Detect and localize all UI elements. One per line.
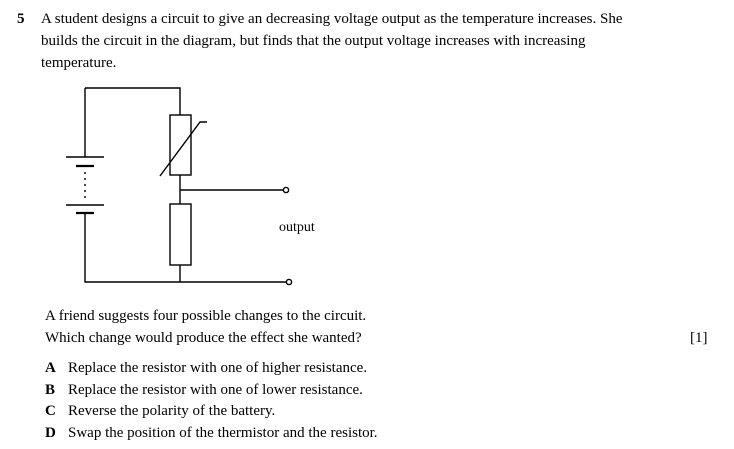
option-b[interactable]: B Replace the resistor with one of lower… (45, 380, 378, 402)
option-text: Replace the resistor with one of lower r… (68, 381, 363, 398)
option-c[interactable]: C Reverse the polarity of the battery. (45, 401, 378, 423)
stem-line: A student designs a circuit to give an d… (41, 11, 623, 27)
option-letter: A (45, 360, 56, 376)
stem-line: builds the circuit in the diagram, but f… (41, 33, 586, 49)
battery (66, 156, 104, 215)
marks-indicator: [1] (690, 330, 708, 346)
option-d[interactable]: D Swap the position of the thermistor an… (45, 423, 378, 445)
prompt-line: A friend suggests four possible changes … (45, 308, 367, 324)
question-stem: A student designs a circuit to give an d… (41, 8, 721, 74)
output-terminal-bottom (285, 278, 293, 286)
option-text: Reverse the polarity of the battery. (68, 403, 276, 420)
prompt-line: Which change would produce the effect sh… (45, 330, 362, 346)
output-label: output (279, 220, 315, 235)
resistor (169, 203, 192, 266)
option-letter: B (45, 381, 56, 398)
stem-line: temperature. (41, 55, 117, 71)
answer-options: A Replace the resistor with one of highe… (45, 358, 378, 444)
question-number: 5 (17, 11, 25, 27)
option-text: Swap the position of the thermistor and … (68, 424, 378, 441)
option-letter: C (45, 403, 56, 420)
wire-top (85, 87, 181, 115)
output-terminal-top (282, 186, 290, 194)
thermistor (159, 114, 207, 177)
wire-left-lower (84, 213, 287, 283)
option-letter: D (45, 424, 56, 441)
option-a[interactable]: A Replace the resistor with one of highe… (45, 358, 378, 380)
question-prompt: A friend suggests four possible changes … (45, 305, 715, 349)
option-text: Replace the resistor with one of higher … (68, 360, 368, 376)
